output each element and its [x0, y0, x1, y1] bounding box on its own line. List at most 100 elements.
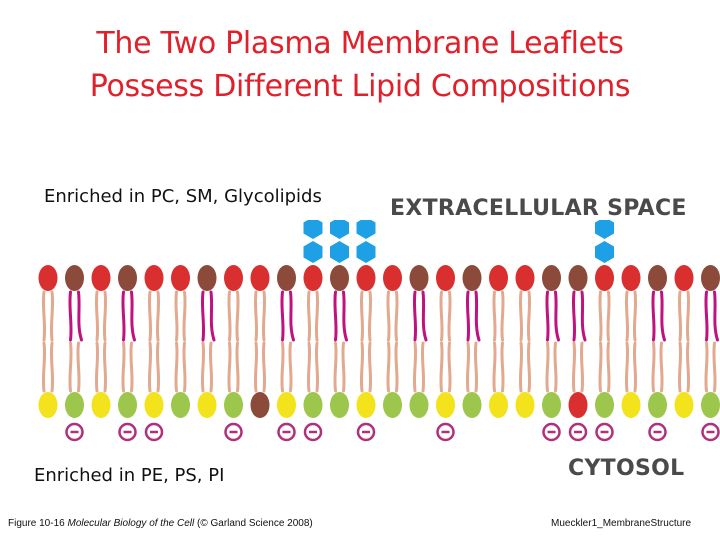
lipid-tail: [314, 290, 320, 342]
lipid-tail: [76, 341, 81, 393]
inner-lipid-head: [38, 392, 58, 418]
inner-lipid-head: [542, 392, 561, 418]
outer-lipid-head: [568, 265, 588, 291]
lipid-tail: [227, 290, 232, 342]
lipid-tail: [200, 341, 206, 393]
lipid-tail: [261, 341, 267, 393]
inner-lipid-head: [648, 392, 667, 418]
lipid-tail: [526, 341, 532, 393]
membrane-bilayer-diagram: [38, 220, 720, 442]
outer-leaflet-label: Enriched in PC, SM, Glycolipids: [44, 186, 322, 207]
lipid-tail: [68, 341, 73, 393]
glycolipid-sugar-icon: [356, 241, 376, 263]
lipid-tail: [288, 341, 293, 393]
outer-lipid-head: [674, 265, 694, 291]
outer-lipid-head: [118, 265, 137, 291]
lipid-tail: [651, 290, 656, 342]
lipid-tail: [677, 290, 683, 342]
extracellular-space-label: EXTRACELLULAR SPACE: [390, 196, 687, 221]
figure-citation: Figure 10-16 Molecular Biology of the Ce…: [8, 518, 313, 529]
lipid-tail: [333, 290, 338, 342]
lipid-tail: [386, 341, 391, 393]
glycolipid-sugar-icon: [356, 220, 376, 239]
outer-lipid-head: [330, 265, 349, 291]
inner-leaflet-label: Enriched in PE, PS, PI: [34, 465, 225, 486]
lipid-tail: [253, 290, 259, 342]
lipid-tail: [632, 341, 638, 393]
lipid-tail: [359, 341, 365, 393]
lipid-tail: [474, 290, 481, 342]
outer-lipid-head: [701, 265, 720, 291]
inner-lipid-head: [277, 392, 296, 418]
inner-lipid-head: [489, 392, 508, 418]
lipid-tail: [155, 341, 161, 393]
glycolipid-sugar-icon: [595, 220, 614, 239]
lipid-tail: [447, 290, 452, 342]
outer-lipid-head: [356, 265, 376, 291]
lipid-tail: [359, 290, 365, 342]
lipid-tail: [208, 341, 214, 393]
inner-lipid-head: [409, 392, 429, 418]
outer-lipid-head: [648, 265, 667, 291]
outer-lipid-head: [595, 265, 614, 291]
outer-lipid-head: [91, 265, 111, 291]
lipid-tail: [314, 341, 320, 393]
lipid-tail: [421, 290, 428, 342]
lipid-tail: [77, 290, 83, 342]
outer-lipid-head: [277, 265, 296, 291]
inner-lipid-head: [224, 392, 243, 418]
outer-lipid-head: [250, 265, 270, 291]
outer-lipid-head: [515, 265, 535, 291]
lipid-tail: [579, 341, 585, 393]
lipid-tail: [121, 290, 126, 342]
glycolipid-sugar-icon: [330, 241, 349, 263]
outer-lipid-head: [489, 265, 508, 291]
outer-lipid-head: [65, 265, 84, 291]
lipid-tail: [518, 341, 524, 393]
lipid-tail: [439, 341, 444, 393]
lipid-tail: [367, 290, 373, 342]
title-line-1: The Two Plasma Membrane Leaflets: [96, 26, 624, 61]
lipid-tail: [624, 290, 630, 342]
lipid-tail: [235, 341, 240, 393]
glycolipid-sugar-icon: [303, 241, 323, 263]
lipid-tail: [174, 341, 179, 393]
lipid-tail: [704, 290, 709, 342]
lipid-tail: [333, 341, 338, 393]
lipid-tail: [713, 290, 719, 342]
lipid-tail: [571, 290, 577, 342]
inner-lipid-head: [356, 392, 376, 418]
lipid-tail: [659, 341, 664, 393]
lipid-tail: [660, 290, 666, 342]
lipid-tail: [182, 341, 187, 393]
glycolipid-sugar-icon: [595, 241, 614, 263]
lipid-tail: [386, 290, 391, 342]
lipid-tail: [420, 341, 426, 393]
lipid-tail: [598, 341, 603, 393]
outer-lipid-head: [462, 265, 482, 291]
inner-lipid-head: [621, 392, 641, 418]
slide-title: The Two Plasma Membrane Leaflets Possess…: [0, 22, 720, 108]
lipid-tail: [394, 290, 399, 342]
lipid-tail: [102, 341, 108, 393]
lipid-tail: [130, 290, 136, 342]
lipid-tail: [553, 341, 558, 393]
lipid-tail: [121, 341, 126, 393]
lipid-tail: [439, 290, 444, 342]
publisher: (© Garland Science 2008): [194, 518, 313, 529]
book-title: Molecular Biology of the Cell: [67, 518, 195, 529]
lipid-tail: [49, 341, 55, 393]
lipid-tail: [526, 290, 532, 342]
lipid-tail: [412, 290, 418, 342]
lipid-tail: [554, 290, 560, 342]
lipid-tail: [704, 341, 709, 393]
lipid-tail: [473, 341, 479, 393]
lipid-tail: [685, 341, 691, 393]
lipid-tail: [102, 290, 108, 342]
lipid-tail: [209, 290, 216, 342]
outer-lipid-head: [542, 265, 561, 291]
lipid-tail: [41, 341, 47, 393]
title-line-2: Possess Different Lipid Compositions: [89, 69, 631, 104]
glycolipid-sugar-icon: [330, 220, 349, 239]
lipid-tail: [49, 290, 55, 342]
